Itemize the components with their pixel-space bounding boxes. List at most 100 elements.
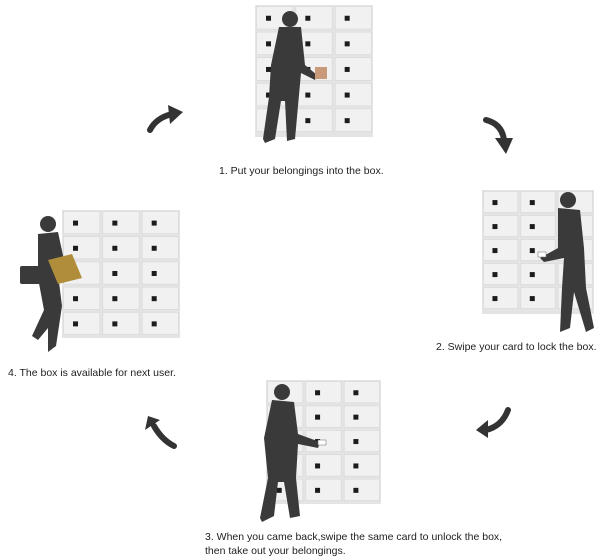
lock-panel-icon bbox=[353, 487, 359, 493]
step-3-caption-line2: then take out your belongings. bbox=[205, 545, 346, 557]
person-silhouette-icon bbox=[260, 384, 320, 522]
curved-arrow-icon bbox=[144, 104, 184, 136]
locker-door bbox=[343, 405, 380, 428]
lock-panel-icon bbox=[344, 15, 350, 21]
lock-panel-icon bbox=[151, 220, 157, 226]
lock-panel-icon bbox=[315, 414, 321, 420]
curved-arrow-icon bbox=[144, 416, 178, 452]
locker-door bbox=[343, 429, 380, 452]
step-4-caption: 4. The box is available for next user. bbox=[8, 367, 176, 379]
locker-door bbox=[295, 83, 333, 107]
locker-door bbox=[520, 263, 556, 285]
lock-panel-icon bbox=[315, 487, 321, 493]
person-silhouette-icon bbox=[540, 192, 594, 332]
lock-panel-icon bbox=[492, 248, 498, 254]
locker-door bbox=[102, 261, 140, 285]
curved-arrow-icon bbox=[474, 406, 514, 440]
lock-panel-icon bbox=[529, 200, 535, 206]
locker-door bbox=[305, 454, 342, 477]
lock-panel-icon bbox=[151, 245, 157, 251]
lock-panel-icon bbox=[344, 66, 350, 72]
locker-door bbox=[305, 405, 342, 428]
lock-panel-icon bbox=[305, 15, 311, 21]
lock-panel-icon bbox=[492, 296, 498, 302]
lock-panel-icon bbox=[112, 245, 118, 251]
lock-panel-icon bbox=[73, 220, 79, 226]
locker-door bbox=[102, 211, 140, 235]
locker-door bbox=[334, 83, 372, 107]
lock-panel-icon bbox=[112, 220, 118, 226]
lock-panel-icon bbox=[151, 270, 157, 276]
lock-panel-icon bbox=[305, 92, 311, 98]
locker-door bbox=[520, 215, 556, 237]
locker-door bbox=[483, 263, 519, 285]
locker-door bbox=[483, 191, 519, 213]
lock-panel-icon bbox=[266, 66, 272, 72]
locker-door bbox=[483, 239, 519, 261]
step-3-illustration bbox=[250, 378, 385, 528]
locker-door bbox=[520, 191, 556, 213]
lock-panel-icon bbox=[353, 439, 359, 445]
lock-panel-icon bbox=[112, 296, 118, 302]
locker-door bbox=[141, 211, 179, 235]
package-icon bbox=[315, 67, 327, 79]
locker-door bbox=[102, 286, 140, 310]
lock-panel-icon bbox=[344, 41, 350, 47]
lock-panel-icon bbox=[315, 390, 321, 396]
curved-arrow-icon bbox=[482, 116, 516, 156]
locker-door bbox=[483, 215, 519, 237]
lock-panel-icon bbox=[529, 272, 535, 278]
step-4-illustration bbox=[18, 208, 183, 358]
locker-door bbox=[102, 236, 140, 260]
lock-panel-icon bbox=[492, 224, 498, 230]
lock-panel-icon bbox=[529, 224, 535, 230]
lock-panel-icon bbox=[305, 41, 311, 47]
lock-panel-icon bbox=[112, 270, 118, 276]
lock-panel-icon bbox=[353, 390, 359, 396]
person-silhouette-icon bbox=[263, 11, 317, 143]
locker-door bbox=[295, 6, 333, 30]
locker-door bbox=[63, 236, 101, 260]
locker-icon bbox=[62, 210, 180, 338]
card-icon bbox=[537, 251, 547, 258]
locker-door bbox=[343, 454, 380, 477]
locker-door bbox=[102, 312, 140, 335]
lock-panel-icon bbox=[344, 118, 350, 124]
lock-panel-icon bbox=[73, 321, 79, 327]
locker-door bbox=[334, 6, 372, 30]
lock-panel-icon bbox=[353, 414, 359, 420]
locker-door bbox=[141, 286, 179, 310]
locker-door bbox=[343, 381, 380, 404]
lock-panel-icon bbox=[492, 200, 498, 206]
locker-door bbox=[295, 108, 333, 132]
lock-panel-icon bbox=[73, 296, 79, 302]
locker-door bbox=[141, 312, 179, 335]
locker-door bbox=[334, 108, 372, 132]
lock-panel-icon bbox=[266, 15, 272, 21]
person-silhouette-icon bbox=[20, 216, 64, 352]
locker-door bbox=[520, 287, 556, 309]
locker-door bbox=[334, 31, 372, 56]
bag-icon bbox=[48, 254, 82, 284]
lock-panel-icon bbox=[305, 118, 311, 124]
lock-panel-icon bbox=[112, 321, 118, 327]
locker-door bbox=[63, 286, 101, 310]
lock-panel-icon bbox=[73, 245, 79, 251]
lock-panel-icon bbox=[529, 296, 535, 302]
step-1-illustration bbox=[245, 5, 375, 151]
step-2-illustration bbox=[482, 188, 606, 338]
step-3-caption-line1: 3. When you came back,swipe the same car… bbox=[205, 531, 503, 543]
lock-panel-icon bbox=[266, 41, 272, 47]
lock-panel-icon bbox=[315, 463, 321, 469]
locker-door bbox=[141, 261, 179, 285]
locker-door bbox=[141, 236, 179, 260]
locker-door bbox=[305, 478, 342, 501]
card-icon bbox=[317, 439, 327, 446]
step-2-caption: 2. Swipe your card to lock the box. bbox=[436, 341, 597, 353]
lock-panel-icon bbox=[266, 92, 272, 98]
lock-panel-icon bbox=[344, 92, 350, 98]
lock-panel-icon bbox=[151, 321, 157, 327]
step-1-caption: 1. Put your belongings into the box. bbox=[219, 165, 384, 177]
locker-door bbox=[334, 57, 372, 81]
locker-door bbox=[483, 287, 519, 309]
